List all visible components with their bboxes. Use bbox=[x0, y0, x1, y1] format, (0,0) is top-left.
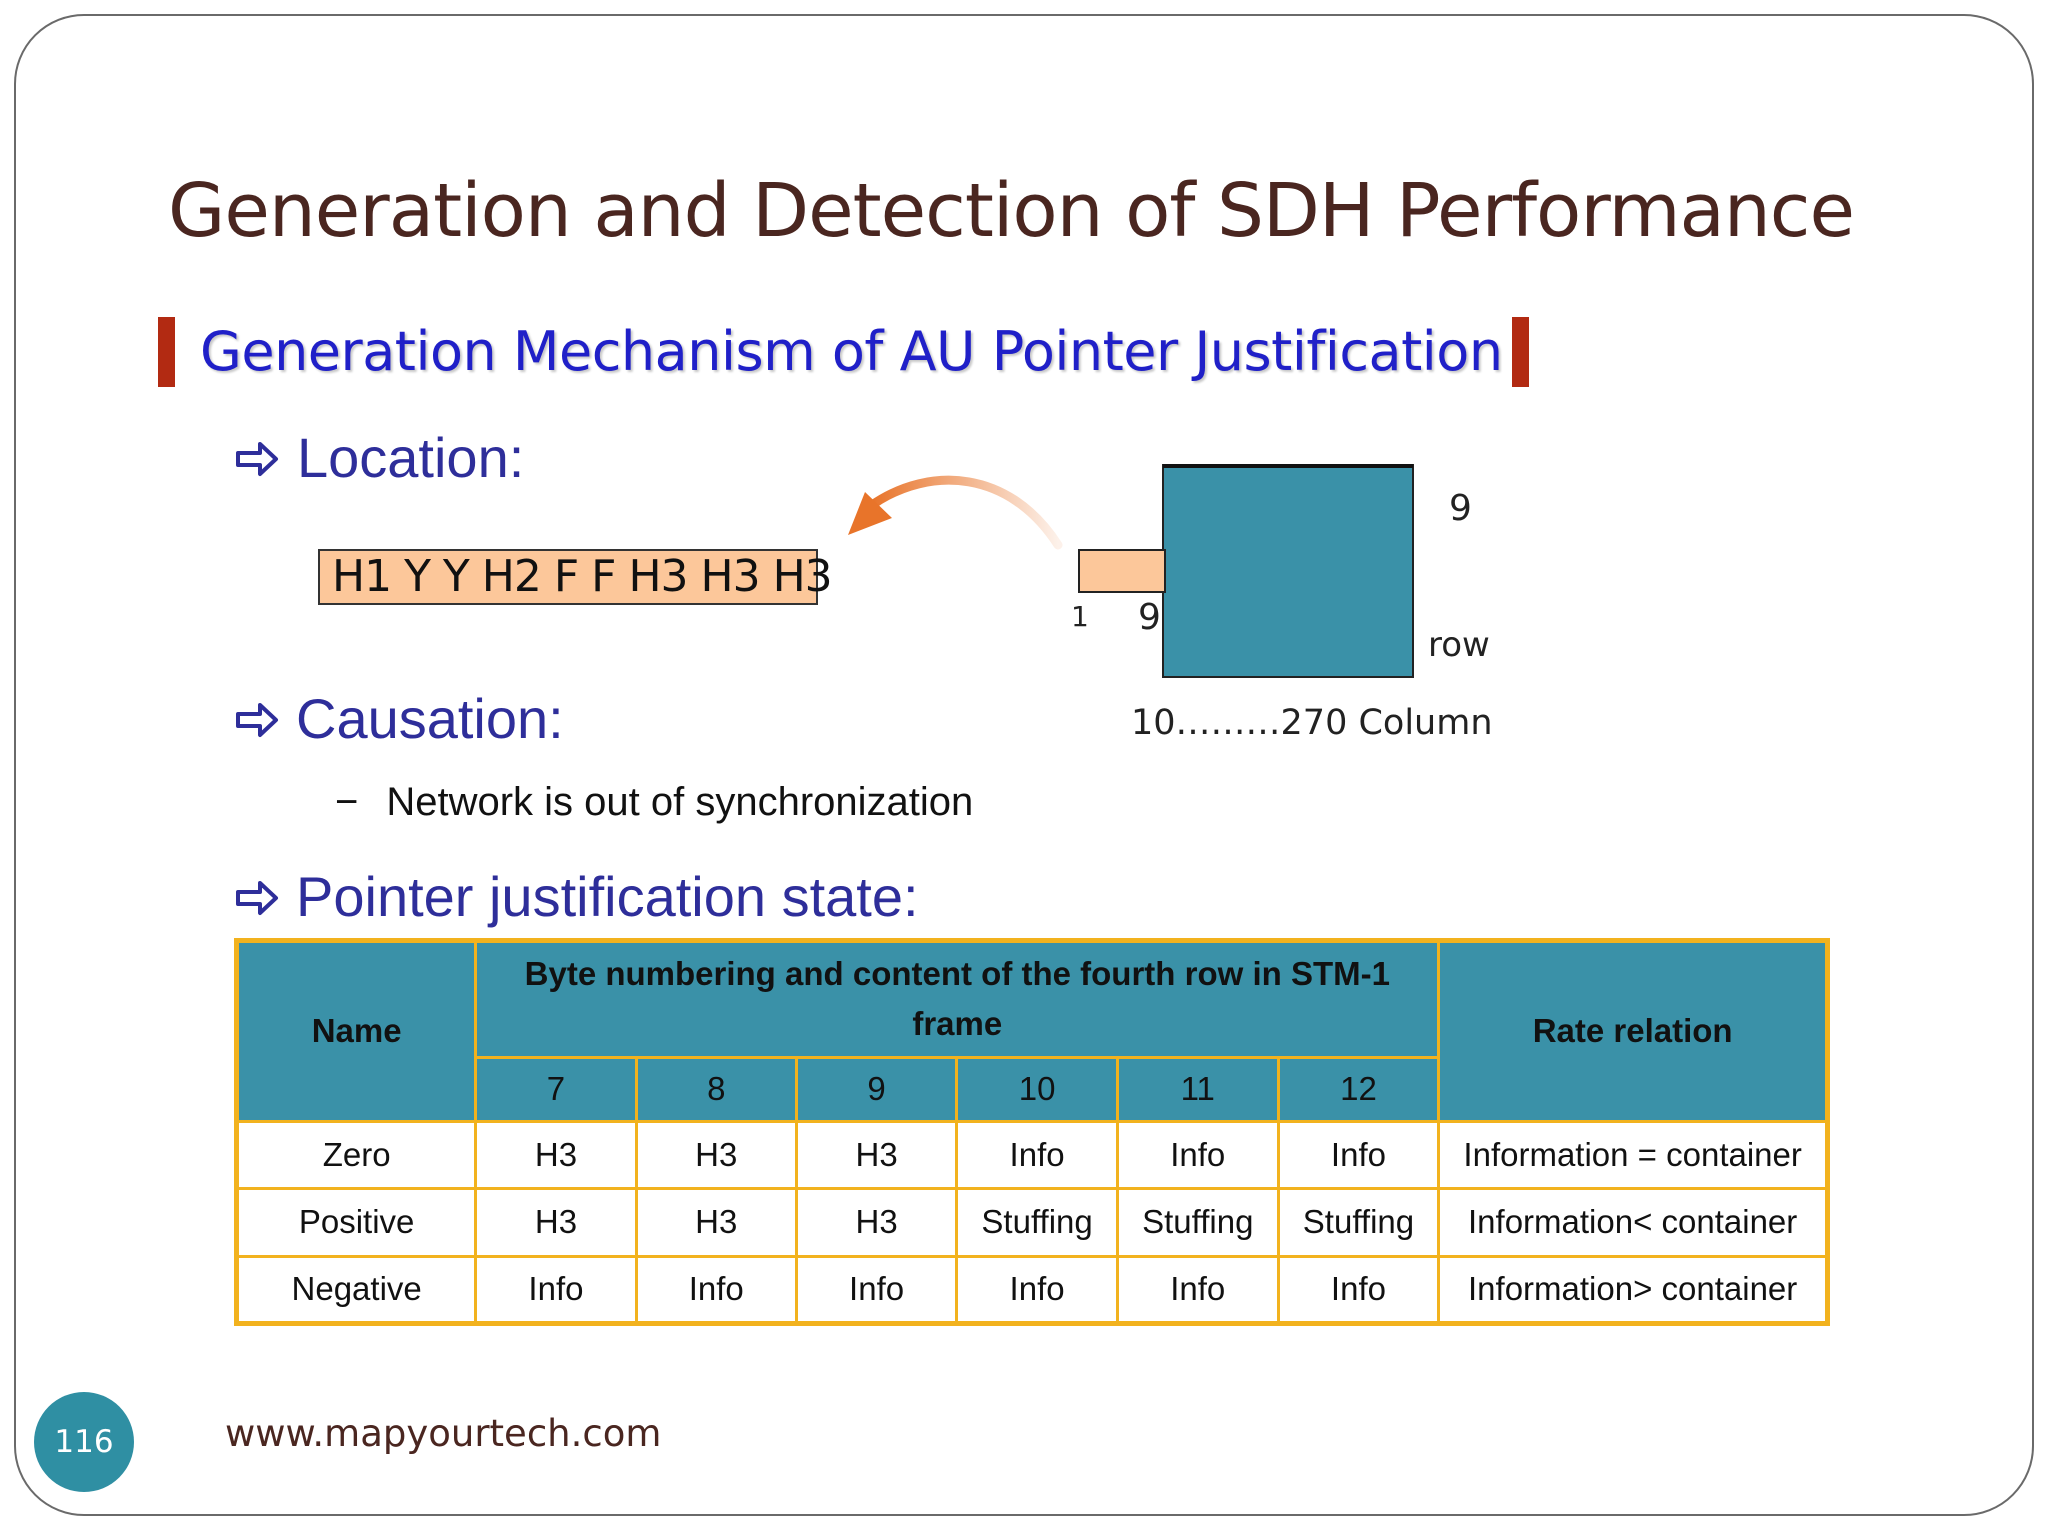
slide-subtitle: Generation Mechanism of AU Pointer Justi… bbox=[200, 320, 1503, 383]
row-rate: Information< container bbox=[1437, 1187, 1829, 1258]
row-rate: Information> container bbox=[1437, 1254, 1829, 1326]
table-header-row: Name Byte numbering and content of the f… bbox=[234, 939, 1829, 1123]
bullet-state: Pointer justification state: bbox=[234, 864, 919, 929]
table-row: Zero H3 H3 H3 Info Info Info Information… bbox=[234, 1119, 1829, 1191]
row-cell: Stuffing bbox=[955, 1187, 1119, 1258]
rows-label: row bbox=[1428, 625, 1490, 665]
payload-block bbox=[1162, 464, 1414, 678]
causation-detail: −Network is out of synchronization bbox=[335, 780, 973, 825]
dash-marker: − bbox=[335, 780, 359, 824]
row-cell: Stuffing bbox=[1276, 1187, 1441, 1258]
byte-number: 7 bbox=[474, 1055, 638, 1123]
table-byte-number-row: 7 8 9 10 11 12 bbox=[237, 1055, 1828, 1123]
byte-number: 11 bbox=[1115, 1055, 1280, 1123]
pointer-row-start: 1 bbox=[1071, 600, 1089, 633]
row-cell: Info bbox=[794, 1254, 959, 1326]
outline-arrow-icon bbox=[236, 881, 278, 915]
subtitle-left-bar bbox=[158, 317, 175, 387]
row-cell: Info bbox=[955, 1119, 1119, 1191]
table-row: Negative Info Info Info Info Info Info I… bbox=[234, 1254, 1829, 1326]
location-label: Location: bbox=[297, 426, 525, 489]
row-cell: H3 bbox=[634, 1187, 798, 1258]
header-bytes: Byte numbering and content of the fourth… bbox=[474, 939, 1441, 1059]
header-rate: Rate relation bbox=[1437, 939, 1829, 1123]
row-name: Negative bbox=[234, 1254, 478, 1326]
pointer-row-end: 9 bbox=[1138, 597, 1161, 638]
byte-number: 12 bbox=[1276, 1055, 1441, 1123]
row-cell: Info bbox=[1115, 1119, 1280, 1191]
rows-number: 9 bbox=[1449, 488, 1472, 529]
row-cell: H3 bbox=[794, 1119, 959, 1191]
row-cell: Info bbox=[634, 1254, 798, 1326]
bullet-causation: Causation: bbox=[234, 686, 564, 751]
header-name: Name bbox=[234, 939, 478, 1123]
byte-number: 8 bbox=[634, 1055, 798, 1123]
slide-title: Generation and Detection of SDH Performa… bbox=[168, 168, 1855, 254]
row-cell: Info bbox=[955, 1254, 1119, 1326]
subtitle-right-bar bbox=[1512, 317, 1529, 387]
row-cell: H3 bbox=[794, 1187, 959, 1258]
causation-detail-text: Network is out of synchronization bbox=[386, 780, 974, 824]
row-cell: Info bbox=[474, 1254, 638, 1326]
causation-label: Causation: bbox=[296, 687, 564, 750]
row-name: Zero bbox=[234, 1119, 478, 1191]
row-cell: Info bbox=[1276, 1254, 1441, 1326]
column-label: 10………270 Column bbox=[1131, 703, 1493, 743]
row-cell: Stuffing bbox=[1115, 1187, 1280, 1258]
row-cell: H3 bbox=[634, 1119, 798, 1191]
outline-arrow-icon bbox=[236, 442, 278, 476]
state-label: Pointer justification state: bbox=[296, 865, 919, 928]
bullet-location bbox=[234, 425, 296, 479]
row-cell: Info bbox=[1276, 1119, 1441, 1191]
table-row: Positive H3 H3 H3 Stuffing Stuffing Stuf… bbox=[234, 1187, 1829, 1258]
row-name: Positive bbox=[234, 1187, 478, 1258]
pointer-strip bbox=[1078, 549, 1166, 593]
byte-number: 10 bbox=[955, 1055, 1119, 1123]
curved-arrow-icon bbox=[848, 475, 1063, 550]
pointer-justification-table: Name Byte numbering and content of the f… bbox=[234, 938, 1830, 1326]
page-number-badge: 116 bbox=[34, 1392, 134, 1492]
byte-number: 9 bbox=[794, 1055, 959, 1123]
footer-url: www.mapyourtech.com bbox=[225, 1412, 662, 1455]
pointer-bytes-box: H1 Y Y H2 F F H3 H3 H3 bbox=[318, 549, 833, 605]
row-rate: Information = container bbox=[1437, 1119, 1829, 1191]
row-cell: H3 bbox=[474, 1119, 638, 1191]
row-cell: Info bbox=[1115, 1254, 1280, 1326]
row-cell: H3 bbox=[474, 1187, 638, 1258]
outline-arrow-icon bbox=[236, 703, 278, 737]
